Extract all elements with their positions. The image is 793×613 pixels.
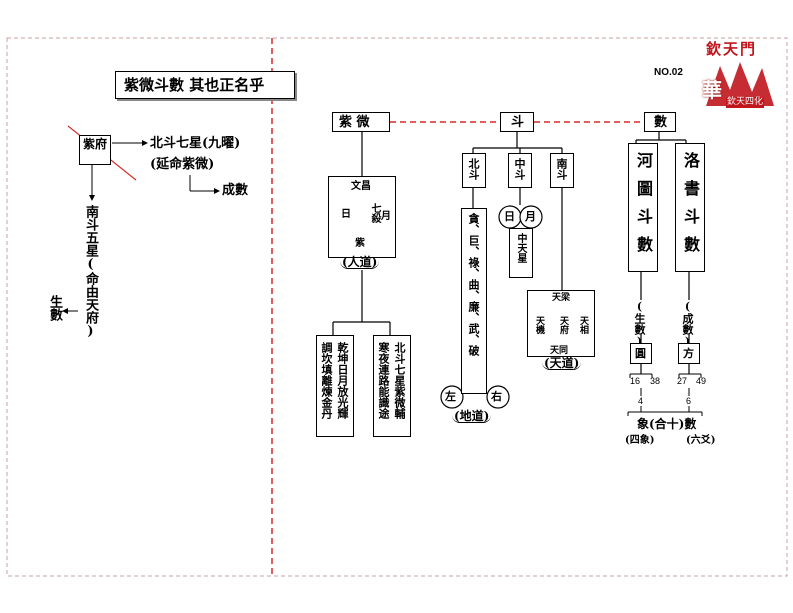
tiandao-box: 天梁 天機 天府 天相 天同 — [527, 290, 595, 357]
tiantong-label: 天同 — [550, 346, 569, 356]
tianfu-label: 天府 — [558, 316, 568, 334]
xiang-label: 象(合十)數 — [637, 417, 697, 431]
num-4: 4 — [638, 396, 644, 406]
shu-top-box: 數 — [644, 112, 676, 132]
you-label: 右 — [491, 390, 502, 403]
logo-mid-text: 華 — [702, 78, 722, 102]
zhongtianxing-text: 中天星 — [515, 233, 526, 263]
shu-top-label: 數 — [654, 115, 668, 130]
zhongdou-text: 中斗 — [513, 158, 526, 180]
sixiang-label: (四象) — [625, 435, 655, 446]
ziwei-fu-label: 紫府 — [82, 137, 107, 151]
zi-label: 紫 — [355, 238, 365, 249]
beidou-box: 北斗 — [462, 153, 486, 188]
tianliang-label: 天梁 — [552, 293, 571, 303]
nandou-box: 南斗 — [550, 153, 574, 188]
num-27: 27 — [677, 376, 688, 386]
title-box: 紫微斗數 其也正名乎 — [115, 71, 295, 99]
num-6: 6 — [686, 396, 692, 406]
rendao-label: (人道) — [340, 255, 380, 269]
logo: 欽天門 華 欽天四化 — [700, 40, 780, 110]
zuo-label: 左 — [445, 390, 456, 403]
luoshu-text: 洛書斗數 — [681, 152, 700, 264]
chengshu-label: 成數 — [222, 183, 249, 198]
dou-top-box: 斗 — [500, 112, 534, 132]
yue-label: 月 — [381, 211, 391, 222]
wenchang-label: 文昌 — [351, 181, 371, 192]
logo-top-text: 欽天門 — [706, 40, 758, 58]
ri-label: 日 — [341, 209, 351, 220]
num-49: 49 — [696, 376, 707, 386]
yue-circle-label: 月 — [525, 210, 536, 223]
num-38: 38 — [650, 376, 661, 386]
beidou-verse-col1: 北斗七星紫微輔 — [393, 342, 406, 419]
nandou-text: 南斗 — [555, 158, 568, 180]
num-16: 16 — [630, 376, 641, 386]
luoshu-box: 洛書斗數 — [675, 143, 705, 272]
ziwei-top-label: 紫 微 — [339, 115, 370, 130]
zhongdou-box: 中斗 — [508, 153, 532, 188]
page-number: NO.02 — [654, 67, 683, 78]
beidou-stars-box: 貪、巨、祿、曲、廉、武、破 — [461, 208, 487, 394]
yuan-text: 圓 — [635, 347, 646, 360]
fang-text: 方 — [683, 347, 694, 360]
beidou-verse-box: 北斗七星紫微輔 寒夜連路能識途 — [373, 335, 411, 437]
beidou-label: 北斗七星(九曜) — [150, 136, 241, 151]
beidou-stars-text: 貪、巨、祿、曲、廉、武、破 — [467, 213, 480, 356]
hetu-text: 河圖斗數 — [634, 152, 653, 264]
hetu-box: 河圖斗數 — [628, 143, 658, 272]
qiankun-box: 乾坤日月放光輝 調坎填離煉金丹 — [316, 335, 354, 437]
shengshu-label: 生數 — [47, 295, 62, 321]
ziwei-fu-box: 紫府 — [79, 135, 111, 165]
beidou-verse-col2: 寒夜連路能識途 — [377, 342, 390, 419]
chengshu-shu-label: (成數) — [681, 300, 694, 348]
liuyao-label: (六爻) — [686, 435, 716, 446]
ri-circle-label: 日 — [504, 210, 515, 223]
nandou-label: 南斗五星(命由天府) — [83, 205, 98, 339]
rendao-box: 文昌 七殺 日 月 紫 — [328, 176, 396, 258]
yanming-label: (延命紫微) — [150, 157, 215, 172]
page-title: 紫微斗數 其也正名乎 — [124, 76, 265, 94]
qisha-label: 七殺 — [369, 203, 380, 223]
tiandao-label: (天道) — [542, 356, 582, 370]
yuan-box: 圓 — [630, 343, 652, 364]
shengshu-shu-label: (生數) — [633, 300, 646, 348]
qiankun-col1: 乾坤日月放光輝 — [336, 342, 349, 419]
logo-sub-text: 欽天四化 — [726, 97, 765, 108]
dou-top-label: 斗 — [511, 115, 525, 130]
didao-label: (地道) — [452, 409, 492, 423]
tianji-label: 天機 — [534, 316, 544, 334]
zhongtianxing-box: 中天星 — [509, 228, 533, 278]
beidou-text: 北斗 — [467, 158, 480, 180]
tianxiang-label: 天相 — [578, 316, 588, 334]
qiankun-col2: 調坎填離煉金丹 — [320, 342, 333, 419]
fang-box: 方 — [678, 343, 700, 364]
logo-mountain-icon — [706, 62, 774, 106]
ziwei-top-box: 紫 微 — [332, 112, 390, 132]
